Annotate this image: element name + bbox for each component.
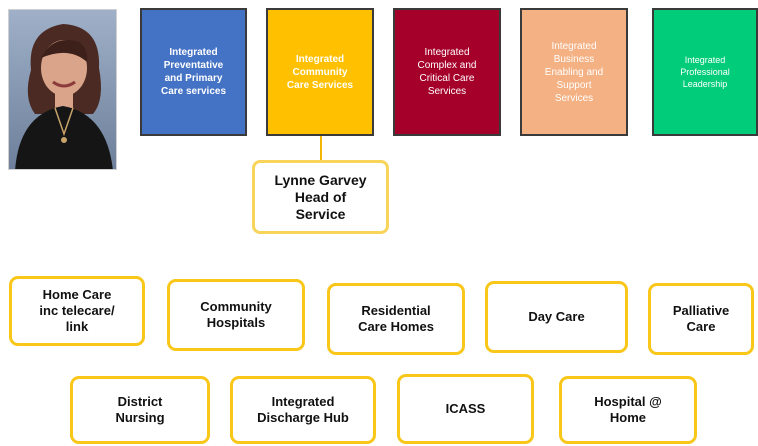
directorate-label: Integrated Community Care Services	[286, 53, 354, 91]
directorate-label: Integrated Complex and Critical Care Ser…	[417, 47, 477, 97]
directorate-community-care: Integrated Community Care Services	[266, 8, 374, 136]
directorate-complex-critical-care: Integrated Complex and Critical Care Ser…	[393, 8, 501, 136]
service-home-care: Home Care inc telecare/ link	[9, 276, 145, 346]
service-label: Integrated Discharge Hub	[257, 394, 349, 425]
directorate-business-enabling-support: Integrated Business Enabling and Support…	[520, 8, 628, 136]
directorate-label: Integrated Business Enabling and Support…	[544, 40, 604, 104]
service-day-care: Day Care	[485, 281, 628, 353]
portrait-image	[9, 10, 116, 169]
service-integrated-discharge-hub: Integrated Discharge Hub	[230, 376, 376, 444]
service-icass: ICASS	[397, 374, 534, 444]
service-label: Home Care inc telecare/ link	[39, 287, 115, 334]
service-palliative-care: Palliative Care	[648, 283, 754, 355]
service-hospital-at-home: Hospital @ Home	[559, 376, 697, 444]
service-label: District Nursing	[115, 394, 165, 425]
directorate-label: Integrated Professional Leadership	[680, 55, 730, 89]
directorate-professional-leadership: Integrated Professional Leadership	[652, 8, 758, 136]
connector-line	[320, 136, 322, 160]
service-label: Residential Care Homes	[358, 303, 434, 334]
service-label: Hospital @ Home	[594, 394, 662, 425]
service-label: Palliative Care	[672, 303, 730, 334]
head-of-service-label: Lynne Garvey Head of Service	[274, 171, 367, 222]
service-residential-care-homes: Residential Care Homes	[327, 283, 465, 355]
portrait-photo	[8, 9, 117, 170]
service-community-hospitals: Community Hospitals	[167, 279, 305, 351]
service-district-nursing: District Nursing	[70, 376, 210, 444]
service-label: Community Hospitals	[200, 299, 272, 330]
head-of-service-box: Lynne Garvey Head of Service	[252, 160, 389, 234]
directorate-preventative-primary-care: Integrated Preventative and Primary Care…	[140, 8, 247, 136]
service-label: ICASS	[445, 401, 486, 416]
directorate-label: Integrated Preventative and Primary Care…	[160, 47, 227, 97]
service-label: Day Care	[528, 309, 585, 324]
